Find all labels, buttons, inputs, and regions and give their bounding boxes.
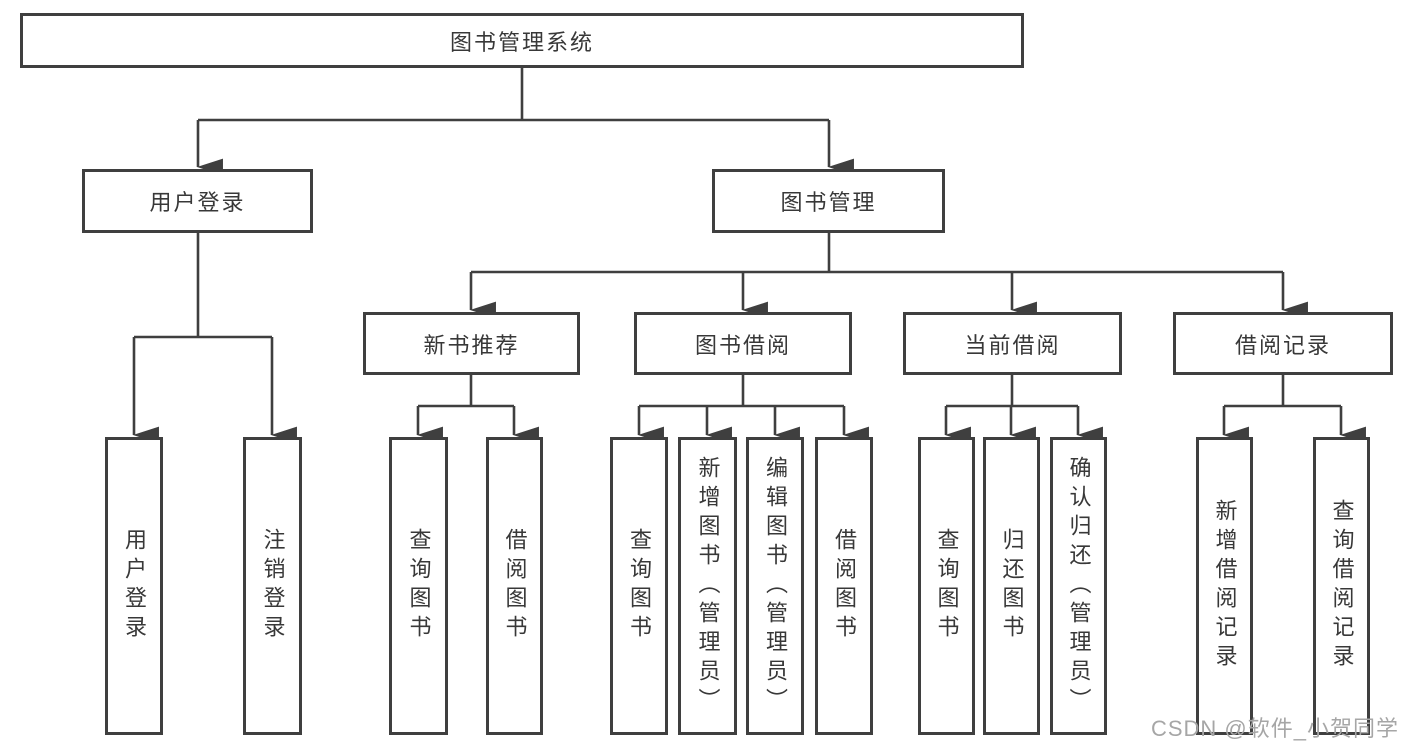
leaf-bb-query-books: 查询图书 <box>610 437 668 735</box>
connector-lines <box>132 68 1366 444</box>
node-new-book-recommend: 新书推荐 <box>363 312 580 375</box>
leaf-br-add-record: 新增借阅记录 <box>1196 437 1253 735</box>
leaf-bb-edit-books-admin: 编辑图书（管理员） <box>746 437 804 735</box>
node-borrow-records: 借阅记录 <box>1173 312 1393 375</box>
leaf-nb-borrow-books: 借阅图书 <box>486 437 543 735</box>
leaf-logout-login: 注销登录 <box>243 437 302 735</box>
watermark: CSDN @软件_小贺同学 <box>1150 716 1399 741</box>
node-user-login: 用户登录 <box>82 169 313 233</box>
leaf-bb-add-books-admin: 新增图书（管理员） <box>678 437 737 735</box>
leaf-nb-query-books: 查询图书 <box>389 437 448 735</box>
leaf-cb-confirm-return-admin: 确认归还（管理员） <box>1050 437 1107 735</box>
node-library-management-system: 图书管理系统 <box>20 13 1024 68</box>
leaf-bb-borrow-books: 借阅图书 <box>815 437 873 735</box>
leaf-user-login: 用户登录 <box>105 437 163 735</box>
leaf-cb-return-books: 归还图书 <box>983 437 1040 735</box>
leaf-cb-query-books: 查询图书 <box>918 437 975 735</box>
leaf-br-query-record: 查询借阅记录 <box>1313 437 1370 735</box>
node-book-borrowing: 图书借阅 <box>634 312 852 375</box>
node-current-borrowing: 当前借阅 <box>903 312 1122 375</box>
node-book-management: 图书管理 <box>712 169 945 233</box>
